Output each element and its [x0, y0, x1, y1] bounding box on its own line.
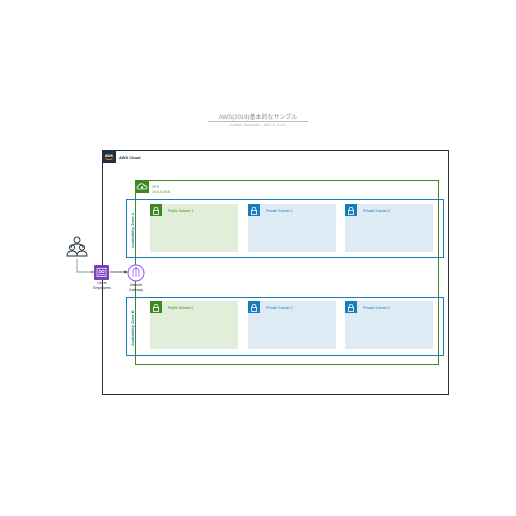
public-subnet-1[interactable] — [150, 204, 238, 252]
users-employees-label-line2: Employees — [93, 285, 111, 290]
public-subnet-2[interactable] — [150, 301, 238, 349]
public-subnet-lock-icon — [150, 204, 162, 216]
svg-text:aws: aws — [105, 153, 114, 158]
public-subnet-lock-icon — [150, 301, 162, 313]
internet-gateway-label-line2: Gateway — [128, 287, 144, 292]
private-subnet-2-label: Private Subnet 2 — [266, 306, 293, 310]
vpc-name: VPC — [152, 185, 160, 189]
private-subnet-4[interactable] — [345, 301, 433, 349]
private-subnet-2[interactable] — [248, 301, 336, 349]
vpc-cloud-lock-icon — [135, 180, 149, 193]
private-subnet-lock-icon — [248, 301, 260, 313]
private-subnet-lock-icon — [345, 301, 357, 313]
availability-zone-a-label: Availability Zone A — [130, 212, 135, 249]
users-icon[interactable] — [66, 235, 88, 259]
private-subnet-3[interactable] — [345, 204, 433, 252]
availability-zone-b-label: Availability Zone B — [130, 310, 135, 346]
title-divider — [208, 121, 308, 122]
private-subnet-lock-icon — [345, 204, 357, 216]
diagram-subtitle: Kaitsei Yamazaki · MAY 9, 2019 — [230, 123, 286, 127]
availability-zone-b[interactable] — [126, 297, 444, 356]
private-subnet-1[interactable] — [248, 204, 336, 252]
internet-gateway-icon[interactable] — [127, 264, 145, 282]
internet-gateway-label: Internet Gateway — [116, 283, 156, 292]
diagram-title: AWS(2019)基本的なサンプル — [218, 115, 298, 121]
users-employees-label-line1: Users — [97, 281, 107, 285]
public-subnet-2-label: Public Subnet 2 — [168, 306, 194, 310]
internet-gateway-label-line1: Internet — [129, 283, 143, 287]
aws-logo-icon: aws — [102, 150, 116, 163]
vpc-label: VPC 10.0.0.0/16 — [152, 185, 170, 195]
public-subnet-1-label: Public Subnet 1 — [168, 209, 194, 213]
private-subnet-1-label: Private Subnet 1 — [266, 209, 293, 213]
private-subnet-lock-icon — [248, 204, 260, 216]
availability-zone-a[interactable] — [126, 199, 444, 258]
private-subnet-4-label: Private Subnet 4 — [363, 306, 390, 310]
aws-cloud-label: AWS Cloud — [119, 155, 141, 160]
users-employees-label: Users Employees — [82, 281, 122, 290]
private-subnet-3-label: Private Subnet 3 — [363, 209, 390, 213]
connector-lines — [76, 259, 128, 274]
vpc-cidr: 10.0.0.0/16 — [152, 190, 170, 194]
users-group-icon[interactable] — [94, 265, 109, 280]
